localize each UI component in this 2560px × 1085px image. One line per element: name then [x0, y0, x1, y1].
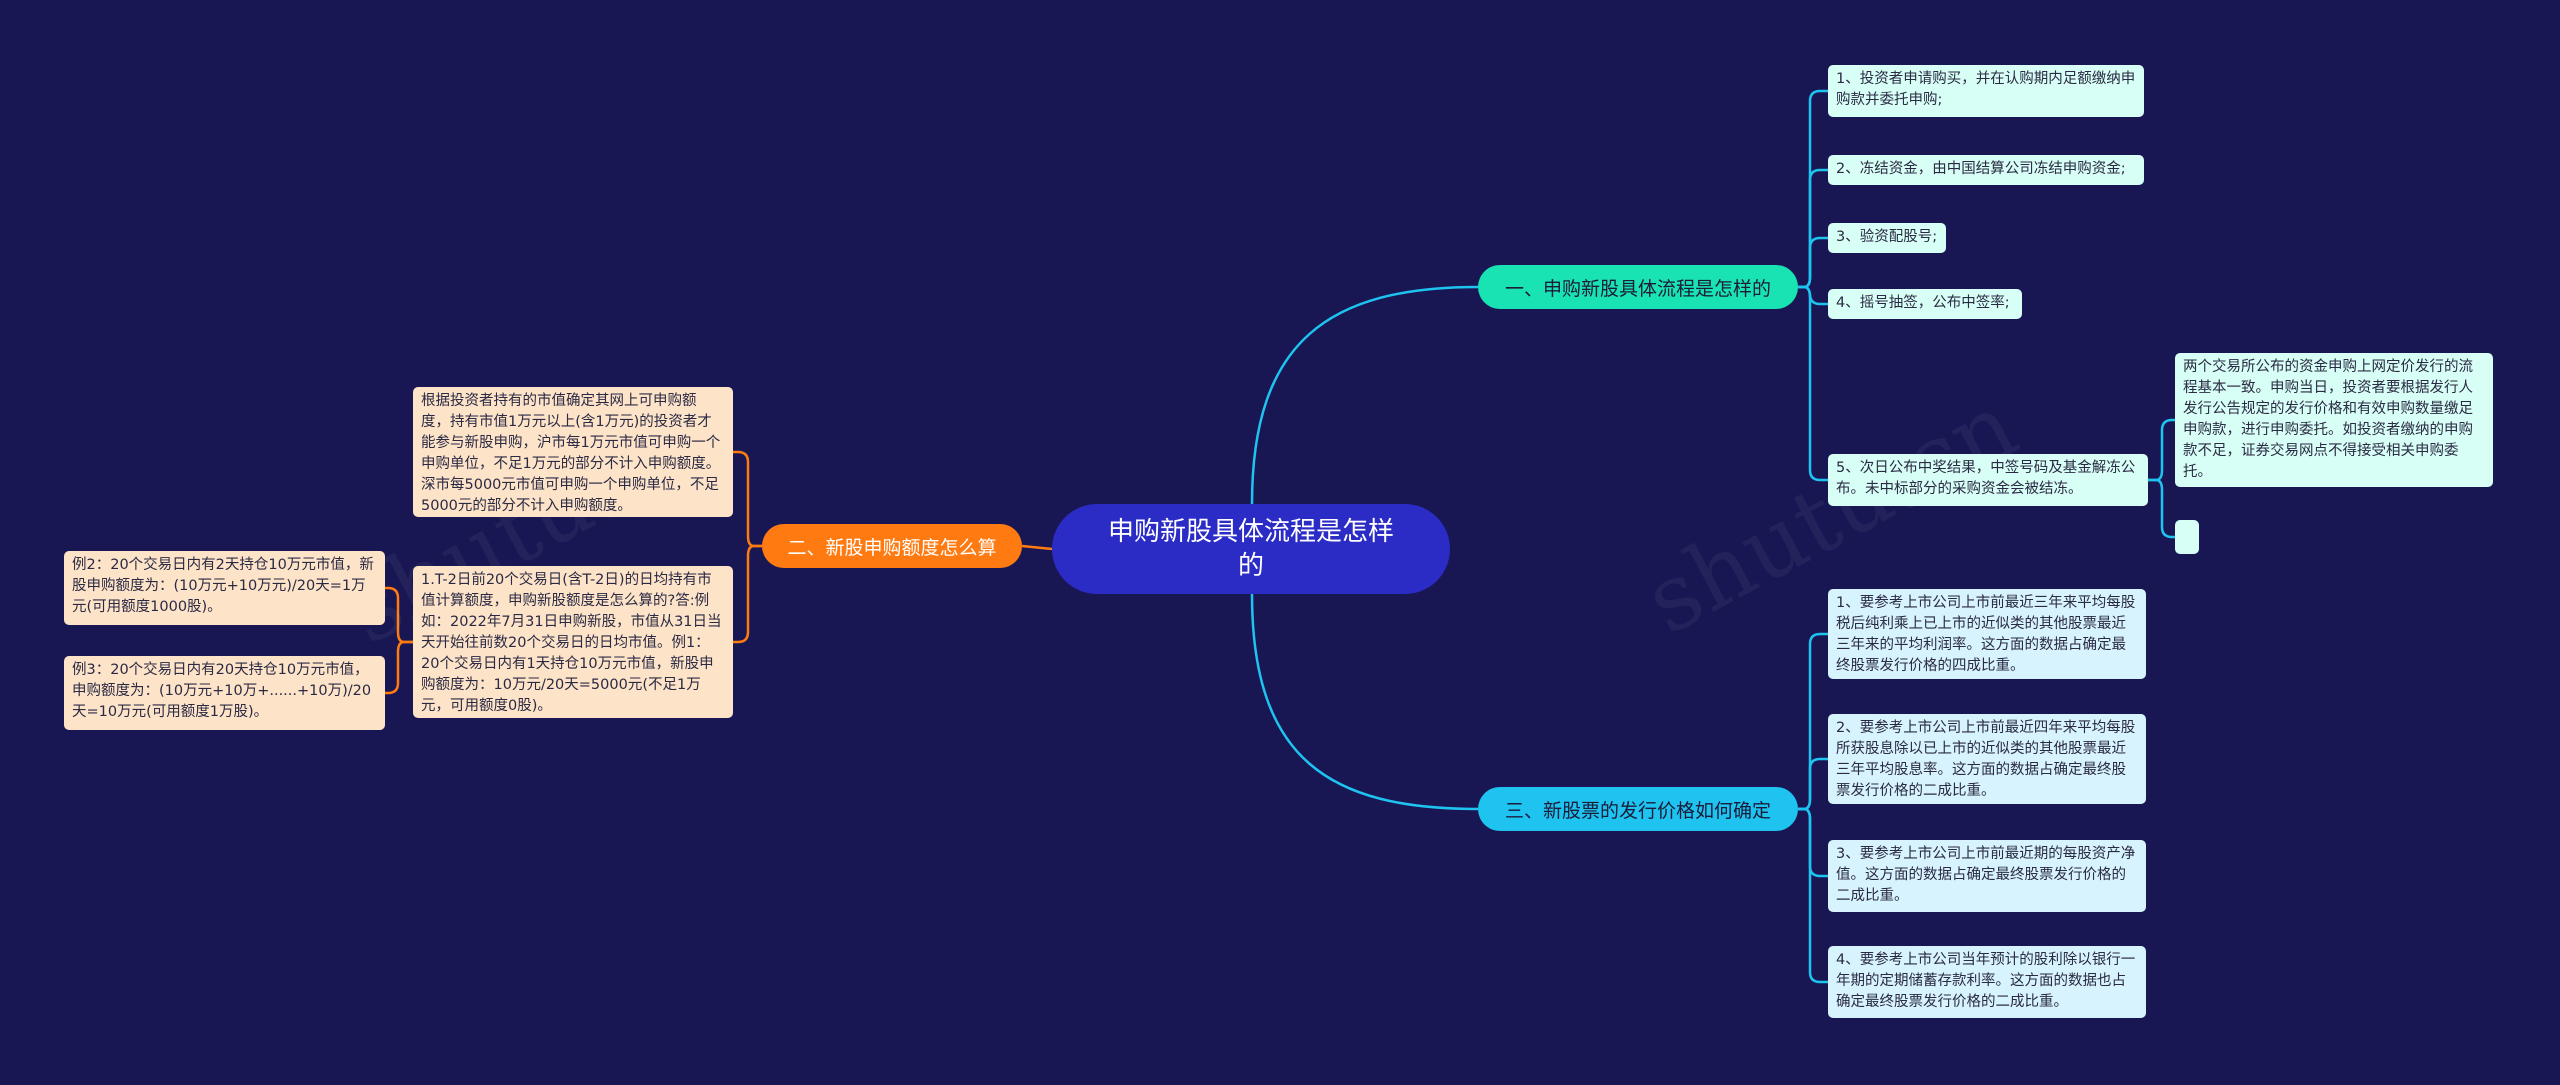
- edge-root-branch1: [1250, 285, 1479, 505]
- edge-branch3-leaf-3: [1798, 807, 1830, 878]
- branch-label: 二、新股申购额度怎么算: [787, 536, 997, 559]
- edge-branch1-leaf-1: [1798, 89, 1830, 289]
- edge-branch2-leaf-2: [728, 544, 762, 644]
- branch-purchase-process[interactable]: 一、申购新股具体流程是怎样的: [1478, 265, 1798, 309]
- edge-branch3-leaf-4: [1798, 807, 1830, 984]
- quota-rule-average-value[interactable]: 1.T-2日前20个交易日(含T-2日)的日均持有市值计算额度，申购新股额度是怎…: [413, 566, 733, 718]
- edge-root-branch2: [1021, 544, 1053, 551]
- process-step-5[interactable]: 5、次日公布中奖结果，中签号码及基金解冻公布。未中标部分的采购资金会被结冻。: [1828, 454, 2148, 506]
- branch-label: 一、申购新股具体流程是怎样的: [1504, 277, 1771, 300]
- edge-quota-example-2: [378, 640, 413, 695]
- edge-branch1-leaf-3: [1798, 236, 1830, 289]
- branch-quota-calculation[interactable]: 二、新股申购额度怎么算: [762, 524, 1022, 568]
- process-step-1[interactable]: 1、投资者申请购买，并在认购期内足额缴纳申购款并委托申购;: [1828, 65, 2144, 117]
- root-topic[interactable]: 申购新股具体流程是怎样的: [1052, 504, 1450, 594]
- price-factor-2[interactable]: 2、要参考上市公司上市前最近四年来平均每股所获股息除以已上市的近似类的其他股票最…: [1828, 714, 2146, 804]
- edge-root-branch3: [1250, 593, 1479, 811]
- process-step-3[interactable]: 3、验资配股号;: [1828, 223, 1946, 253]
- edge-branch1-leaf-5: [1798, 285, 1830, 482]
- edge-branch3-leaf-2: [1798, 757, 1830, 811]
- edge-branch1-leaf-4: [1798, 285, 1830, 306]
- process-step-5-detail[interactable]: 两个交易所公布的资金申购上网定价发行的流程基本一致。申购当日，投资者要根据发行人…: [2175, 353, 2493, 487]
- process-step-4[interactable]: 4、摇号抽签，公布中签率;: [1828, 289, 2022, 319]
- edge-branch2-leaf-1: [728, 450, 762, 548]
- price-factor-4[interactable]: 4、要参考上市公司当年预计的股利除以银行一年期的定期储蓄存款利率。这方面的数据也…: [1828, 946, 2146, 1018]
- edge-branch1-leaf-2: [1798, 168, 1830, 289]
- quota-example-3[interactable]: 例3：20个交易日内有20天持仓10万元市值，申购额度为：(10万元+10万+.…: [64, 656, 385, 730]
- quota-rule-market-value[interactable]: 根据投资者持有的市值确定其网上可申购额度，持有市值1万元以上(含1万元)的投资者…: [413, 387, 733, 517]
- edge-branch3-leaf-1: [1798, 632, 1830, 811]
- edge-step5-note-2: [2148, 478, 2182, 539]
- branch-issue-price[interactable]: 三、新股票的发行价格如何确定: [1478, 787, 1798, 831]
- empty-note[interactable]: [2175, 520, 2199, 554]
- quota-example-2[interactable]: 例2：20个交易日内有2天持仓10万元市值，新股申购额度为：(10万元+10万元…: [64, 551, 385, 625]
- process-step-2[interactable]: 2、冻结资金，由中国结算公司冻结申购资金;: [1828, 155, 2144, 185]
- price-factor-1[interactable]: 1、要参考上市公司上市前最近三年来平均每股税后纯利乘上已上市的近似类的其他股票最…: [1828, 589, 2146, 679]
- price-factor-3[interactable]: 3、要参考上市公司上市前最近期的每股资产净值。这方面的数据占确定最终股票发行价格…: [1828, 840, 2146, 912]
- branch-label: 三、新股票的发行价格如何确定: [1504, 799, 1771, 822]
- root-topic-label: 申购新股具体流程是怎样的: [1107, 517, 1394, 581]
